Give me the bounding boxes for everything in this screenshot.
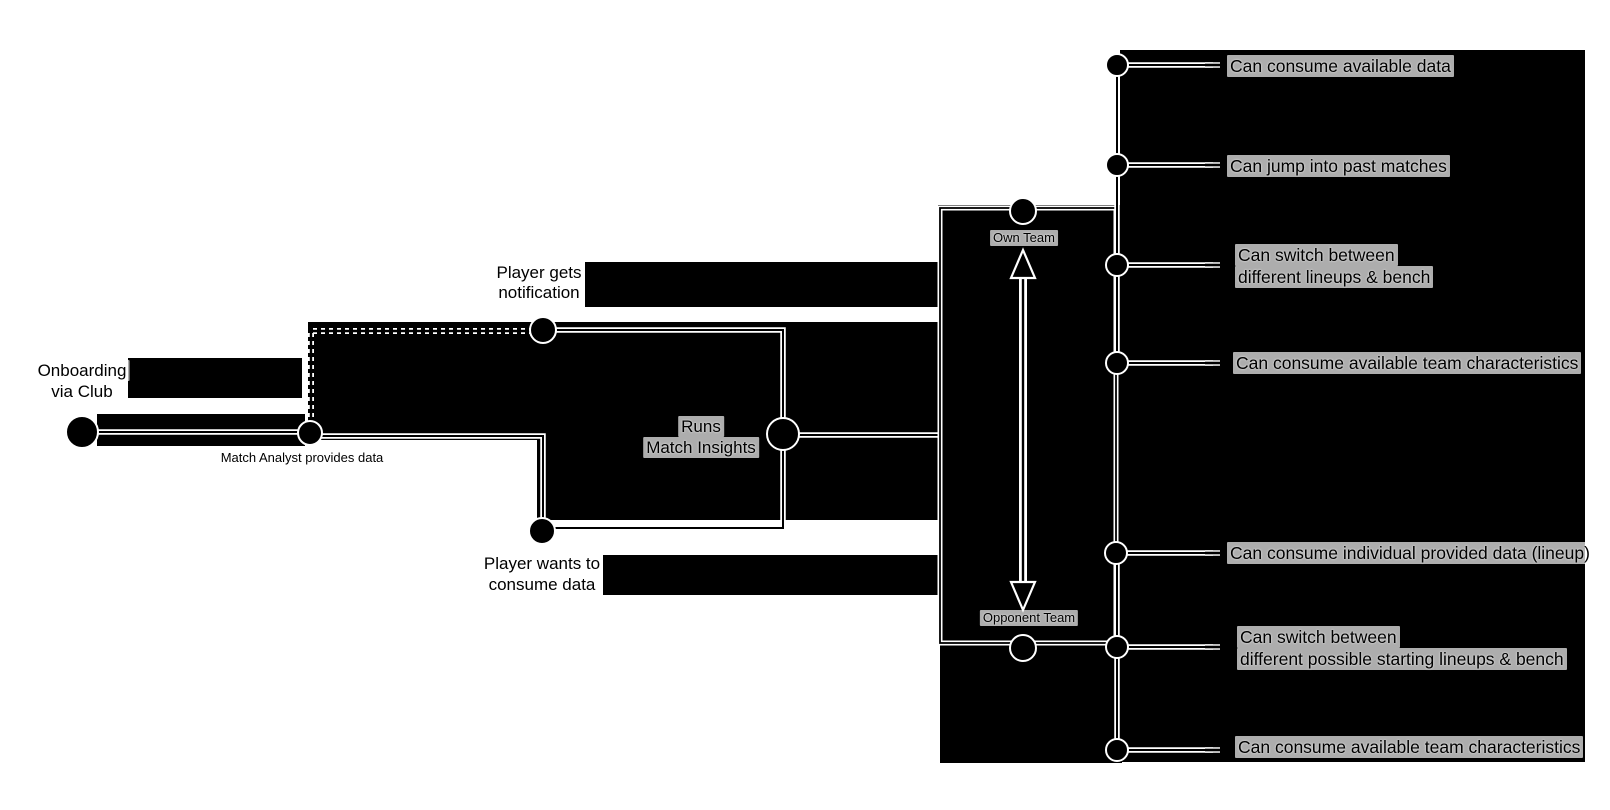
capability-node-4[interactable] (1105, 351, 1129, 375)
onboarding-label[interactable]: Onboarding via Club (34, 360, 130, 402)
runs-match-insights-node[interactable] (766, 417, 800, 451)
team-versus-arrow (1009, 247, 1037, 613)
match-analyst-label[interactable]: Match Analyst provides data (217, 450, 387, 466)
runs-match-insights-label[interactable]: Runs Match Insights (643, 416, 759, 458)
start-node[interactable] (65, 415, 99, 449)
onboarding-band-mask (128, 358, 302, 398)
center-upper-mask (308, 322, 940, 440)
capability-item-2[interactable]: Can jump into past matches (1227, 155, 1450, 177)
connector-analyst-to-notification-dotted (308, 328, 543, 433)
arrow-down-head (1009, 580, 1037, 613)
capability-item-1[interactable]: Can consume available data (1227, 55, 1454, 77)
connector-notification-to-runs (543, 327, 786, 433)
onboarding-line1: Onboarding (34, 360, 130, 381)
notification-band-mask (585, 262, 940, 307)
match-analyst-node[interactable] (297, 420, 323, 446)
connector-analyst-to-consume (310, 433, 546, 531)
capability-node-2[interactable] (1105, 153, 1129, 177)
player-consume-label[interactable]: Player wants to consume data (480, 553, 604, 595)
capability-item-7[interactable]: Can consume available team characteristi… (1235, 736, 1584, 758)
capability-node-5[interactable] (1104, 541, 1128, 565)
consume-band-mask (603, 555, 940, 595)
capability-stubs (1116, 62, 1213, 753)
connector-consume-to-runs (542, 436, 786, 531)
capability-node-3[interactable] (1105, 253, 1129, 277)
team-panel-tail-mask (940, 643, 1122, 763)
capability-item-5[interactable]: Can consume individual provided data (li… (1227, 542, 1593, 564)
own-team-label[interactable]: Own Team (990, 230, 1058, 246)
capability-item-3[interactable]: Can switch between different lineups & b… (1235, 244, 1434, 288)
player-notification-node[interactable] (529, 316, 557, 344)
arrow-up-head (1009, 247, 1037, 280)
capability-item-6[interactable]: Can switch between different possible st… (1237, 626, 1567, 670)
onboarding-line2: via Club (48, 381, 116, 402)
capability-node-6[interactable] (1105, 635, 1129, 659)
capability-item-4[interactable]: Can consume available team characteristi… (1233, 352, 1582, 374)
player-notification-label[interactable]: Player gets notification (493, 263, 585, 303)
opponent-team-node[interactable] (1009, 634, 1037, 662)
black-masses (97, 50, 1585, 763)
capability-dashes (1205, 62, 1220, 753)
own-team-node[interactable] (1009, 197, 1037, 225)
capability-node-7[interactable] (1105, 738, 1129, 762)
player-consume-node[interactable] (528, 517, 556, 545)
opponent-team-label[interactable]: Opponent Team (979, 610, 1079, 626)
capability-node-1[interactable] (1105, 53, 1129, 77)
